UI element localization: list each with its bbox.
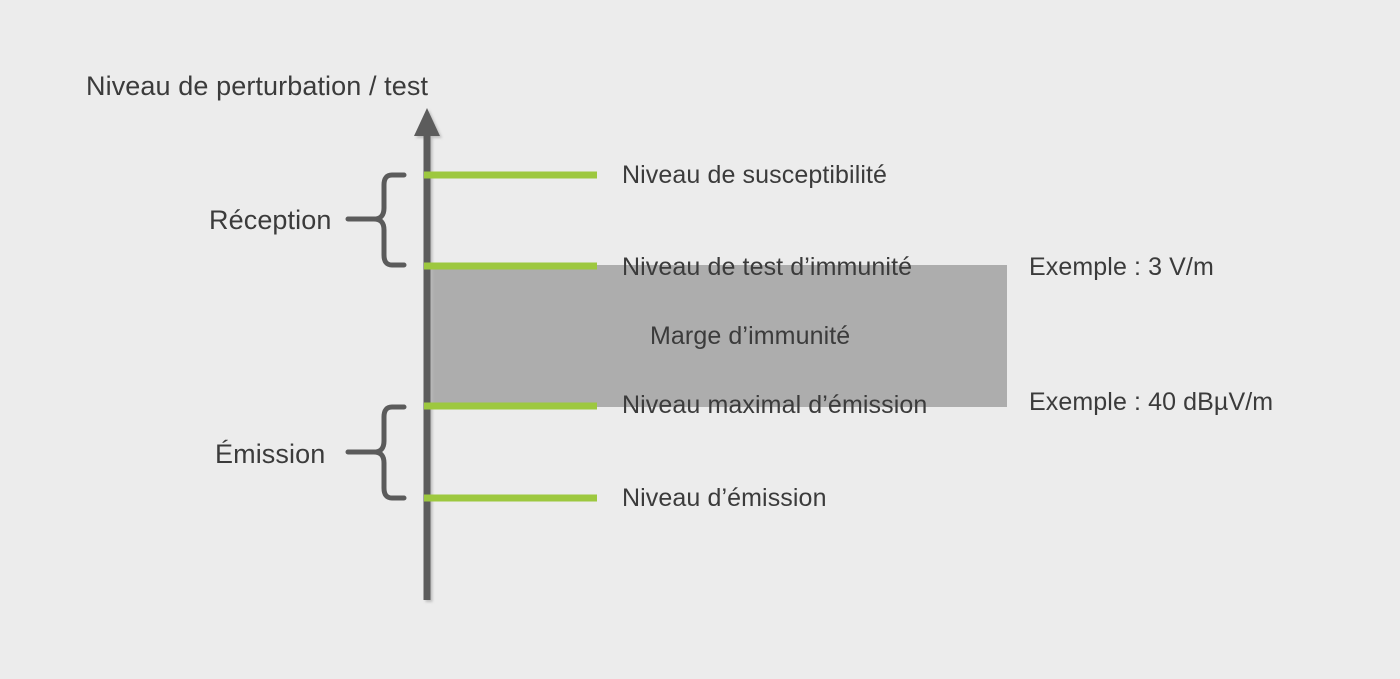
level-label-test-immunite: Niveau de test d’immunité (622, 253, 913, 281)
level-lines (424, 171, 597, 502)
level-label-max-emission: Niveau maximal d’émission (622, 391, 928, 419)
emission-brace-icon (345, 404, 407, 501)
example-value-max-emission: Exemple : 40 dBµV/m (1029, 388, 1274, 416)
up-arrow-icon (414, 108, 440, 136)
immunity-margin-band (424, 265, 1007, 407)
y-axis (414, 108, 440, 600)
example-value-test-immunite: Exemple : 3 V/m (1029, 253, 1214, 281)
level-label-emission: Niveau d’émission (622, 484, 827, 512)
y-axis-title: Niveau de perturbation / test (86, 71, 429, 101)
group-label-emission: Émission (215, 439, 326, 469)
reception-brace-icon (345, 172, 407, 268)
level-label-susceptibilite: Niveau de susceptibilité (622, 161, 888, 189)
group-label-reception: Réception (209, 205, 332, 235)
immunity-margin-label: Marge d’immunité (650, 322, 851, 350)
